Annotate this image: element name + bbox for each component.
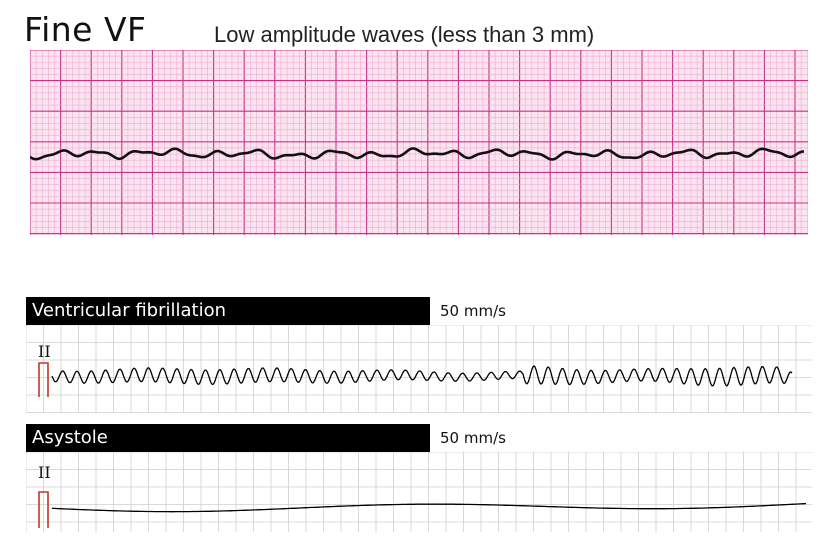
lead-label-vf: II xyxy=(38,342,51,361)
asystole-waveform xyxy=(51,502,807,513)
strip-background xyxy=(26,452,812,532)
strip-background xyxy=(26,325,812,413)
fine-vf-ecg-strip xyxy=(30,50,808,235)
lead-label-asystole: II xyxy=(38,463,51,482)
strip-speed-asystole: 50 mm/s xyxy=(440,429,506,447)
ventricular-fibrillation-waveform xyxy=(51,365,793,387)
strip-label-asystole: Asystole xyxy=(26,424,430,452)
fine-vf-title: Fine VF xyxy=(24,10,147,49)
calibration-pulse xyxy=(38,491,49,528)
ecg-paper-background xyxy=(30,50,808,235)
calibration-pulse xyxy=(38,362,49,397)
strip-speed-vf: 50 mm/s xyxy=(440,302,506,320)
fine-vf-subtitle: Low amplitude waves (less than 3 mm) xyxy=(214,22,595,47)
ecg-grid xyxy=(30,50,808,235)
fine-vf-waveform xyxy=(30,147,805,161)
strip-label-ventricular-fibrillation: Ventricular fibrillation xyxy=(26,297,430,325)
asystole-ecg-strip xyxy=(26,452,812,532)
strip-grid xyxy=(26,452,812,532)
ventricular-fibrillation-ecg-strip xyxy=(26,325,812,413)
